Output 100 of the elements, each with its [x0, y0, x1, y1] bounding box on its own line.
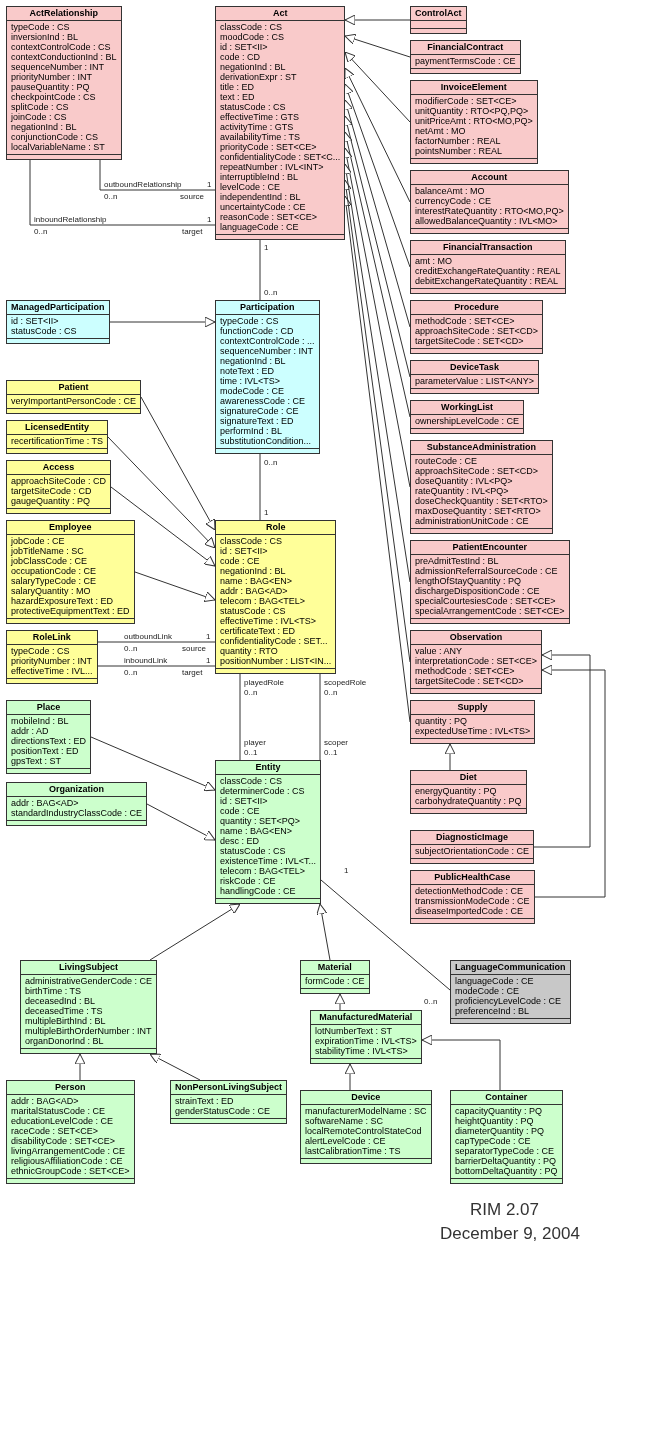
attribute-text: awarenessCode : CE	[220, 396, 307, 406]
attribute-text: substitutionCondition...	[220, 436, 313, 446]
attribute-text: confidentialityCode : SET...	[220, 636, 329, 646]
attribute-text: confidentialityCode : SET<C...	[220, 152, 341, 162]
class-name: Account	[411, 171, 568, 185]
attribute-text: specialArrangementCode : SET<CE>	[415, 606, 565, 616]
class-box	[410, 300, 544, 354]
attribute-text: creditExchangeRateQuantity : REAL	[415, 266, 561, 276]
attribute-text: standardIndustryClassCode : CE	[11, 808, 143, 818]
generalization-arrow	[149, 903, 241, 961]
attribute-text: positionText : ED	[11, 746, 80, 756]
association-end-label: 0..1	[324, 748, 338, 757]
attribute-text: jobCode : CE	[11, 536, 66, 546]
attribute-text: classCode : CS	[220, 536, 284, 546]
attribute-text: diameterQuantity : PQ	[455, 1126, 546, 1136]
attribute-text: determinerCode : CS	[220, 786, 306, 796]
attribute-text: effectiveTime : IVL...	[11, 666, 93, 676]
attribute-text: priorityNumber : INT	[11, 656, 93, 666]
attribute-text: pauseQuantity : PQ	[11, 82, 91, 92]
attribute-text: interestRateQuantity : RTO<MO,PQ>	[415, 206, 564, 216]
association-end-label: 0..n	[34, 227, 48, 236]
attribute-text: title : ED	[220, 82, 255, 92]
attribute-text: signatureText : ED	[220, 416, 295, 426]
association-end-label: source	[182, 644, 206, 653]
attribute-text: negationInd : BL	[220, 356, 287, 366]
association-end-label: scoper	[324, 738, 348, 747]
generalization-arrow	[344, 33, 411, 58]
class-name: InvoiceElement	[411, 81, 537, 95]
class-box	[310, 1010, 422, 1064]
attribute-text: methodCode : SET<CE>	[415, 666, 516, 676]
association-end-label: 1	[264, 508, 269, 517]
attribute-text: genderStatusCode : CE	[175, 1106, 272, 1116]
class-box	[215, 760, 321, 904]
attribute-text: name : BAG<EN>	[220, 826, 294, 836]
attribute-text: factorNumber : REAL	[415, 136, 502, 146]
association-end-label: 0..n	[244, 688, 258, 697]
association-end-label: 0..n	[264, 458, 278, 467]
class-box	[300, 1090, 432, 1164]
attribute-text: debitExchangeRateQuantity : REAL	[415, 276, 560, 286]
attribute-text: strainText : ED	[175, 1096, 235, 1106]
generalization-arrow	[110, 486, 216, 567]
class-name: ManagedParticipation	[7, 301, 109, 315]
class-box	[170, 1080, 287, 1124]
association-end-label: inboundRelationship	[34, 215, 107, 224]
class-name: Container	[451, 1091, 562, 1105]
class-box	[410, 770, 527, 814]
attribute-text: ownershipLevelCode : CE	[415, 416, 520, 426]
attribute-text: gaugeQuantity : PQ	[11, 496, 92, 506]
attribute-text: paymentTermsCode : CE	[415, 56, 516, 66]
class-box	[6, 460, 112, 514]
attribute-text: moodCode : CS	[220, 32, 286, 42]
attribute-text: currencyCode : CE	[415, 196, 493, 206]
class-name: LicensedEntity	[7, 421, 108, 435]
attribute-text: code : CE	[220, 556, 261, 566]
attribute-text: checkpointCode : CS	[11, 92, 97, 102]
attribute-text: livingArrangementCode : CE	[11, 1146, 127, 1156]
attribute-text: typeCode : CS	[11, 22, 71, 32]
class-name: RoleLink	[7, 631, 97, 645]
attribute-text: time : IVL<TS>	[220, 376, 282, 386]
attribute-text: statusCode : CS	[11, 326, 78, 336]
association-line	[239, 673, 241, 761]
class-box	[410, 830, 535, 864]
attribute-text: lotNumberText : ST	[315, 1026, 394, 1036]
attribute-text: statusCode : CS	[220, 102, 287, 112]
association-end-label: 0..n	[324, 688, 338, 697]
class-box	[410, 40, 521, 74]
class-box	[6, 6, 122, 160]
class-box	[410, 400, 525, 434]
class-name: Participation	[216, 301, 319, 315]
attribute-text: telecom : BAG<TEL>	[220, 866, 307, 876]
attribute-text: code : CE	[220, 806, 261, 816]
attribute-text: salaryQuantity : MO	[11, 586, 92, 596]
class-box	[410, 700, 536, 744]
attribute-text: joinCode : CS	[11, 112, 68, 122]
attribute-text: contextControlCode : ...	[220, 336, 315, 346]
association-end-label: 0..n	[124, 644, 138, 653]
class-name: Act	[216, 7, 345, 21]
generalization-arrow	[533, 649, 591, 848]
attribute-text: religiousAffiliationCode : CE	[11, 1156, 124, 1166]
association-line	[259, 239, 261, 301]
class-box	[6, 300, 110, 344]
attribute-text: ethnicGroupCode : SET<CE>	[11, 1166, 130, 1176]
attribute-text: barrierDeltaQuantity : PQ	[455, 1156, 558, 1166]
association-end-label: 1	[206, 632, 211, 641]
attribute-text: protectiveEquipmentText : ED	[11, 606, 130, 616]
class-box	[20, 960, 158, 1054]
attribute-text: signatureCode : CE	[220, 406, 300, 416]
generalization-arrow	[90, 736, 216, 792]
attribute-text: approachSiteCode : SET<CD>	[415, 466, 540, 476]
class-box	[6, 420, 109, 454]
class-name: Procedure	[411, 301, 543, 315]
attribute-text: veryImportantPersonCode : CE	[11, 396, 137, 406]
attribute-text: negationInd : BL	[11, 122, 78, 132]
attribute-text: approachSiteCode : SET<CD>	[415, 326, 539, 336]
class-name: Diet	[411, 771, 526, 785]
attribute-text: statusCode : CS	[220, 606, 287, 616]
attribute-text: targetSiteCode : CD	[11, 486, 93, 496]
generalization-arrow	[74, 1053, 86, 1081]
association-end-label: 1	[207, 180, 212, 189]
attribute-text: id : SET<II>	[220, 42, 269, 52]
